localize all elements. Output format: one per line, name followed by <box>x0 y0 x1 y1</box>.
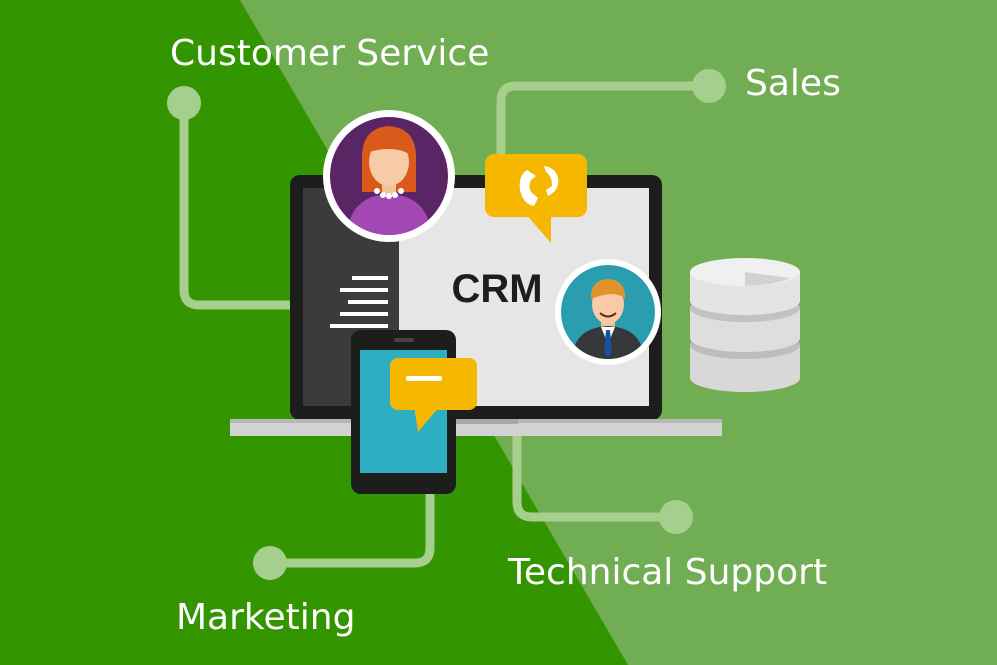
technical-support-connector <box>512 425 681 522</box>
technical-support-label: Technical Support <box>508 552 828 593</box>
menu-lines-icon <box>330 276 388 328</box>
sales-label: Sales <box>745 63 841 104</box>
smartphone-icon <box>351 330 456 494</box>
customer-service-node <box>167 86 201 120</box>
sales-node <box>692 69 726 103</box>
connector-lines <box>179 81 714 568</box>
marketing-connector <box>265 475 435 568</box>
woman-avatar-icon <box>323 110 455 242</box>
chat-bubble-icon <box>390 358 477 432</box>
technical-support-node <box>659 500 693 534</box>
database-icon <box>690 258 800 392</box>
phone-call-bubble-icon <box>485 154 587 243</box>
customer-service-label: Customer Service <box>170 33 490 74</box>
man-avatar-icon <box>555 259 661 365</box>
marketing-label: Marketing <box>176 597 356 638</box>
crm-title: CRM <box>451 267 542 311</box>
sales-connector <box>496 81 714 185</box>
customer-service-connector <box>179 98 305 310</box>
marketing-node <box>253 546 287 580</box>
